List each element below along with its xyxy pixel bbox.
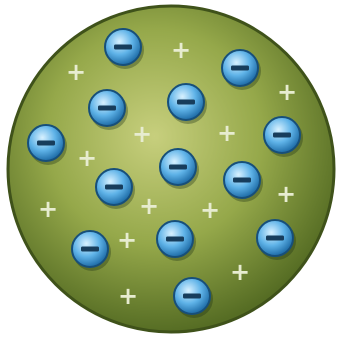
plus-sign: +: [118, 282, 138, 310]
minus-sign: [233, 178, 251, 183]
plus-sign: +: [230, 258, 250, 286]
plus-sign: +: [77, 144, 97, 172]
minus-sign: [166, 237, 184, 242]
plus-sign: +: [139, 192, 159, 220]
minus-sign: [273, 133, 291, 138]
plus-sign: +: [277, 78, 297, 106]
minus-sign: [37, 141, 55, 146]
minus-sign: [114, 45, 132, 50]
plus-sign: +: [117, 226, 137, 254]
minus-sign: [98, 106, 116, 111]
plus-sign: +: [66, 58, 86, 86]
minus-sign: [183, 294, 201, 299]
minus-sign: [169, 165, 187, 170]
plus-sign: +: [217, 119, 237, 147]
plus-sign: +: [276, 180, 296, 208]
minus-sign: [81, 247, 99, 252]
minus-sign: [105, 185, 123, 190]
plus-sign: +: [200, 196, 220, 224]
plus-sign: +: [38, 195, 58, 223]
plus-sign: +: [132, 120, 152, 148]
minus-sign: [231, 66, 249, 71]
minus-sign: [177, 100, 195, 105]
minus-sign: [266, 236, 284, 241]
plus-sign: +: [171, 36, 191, 64]
